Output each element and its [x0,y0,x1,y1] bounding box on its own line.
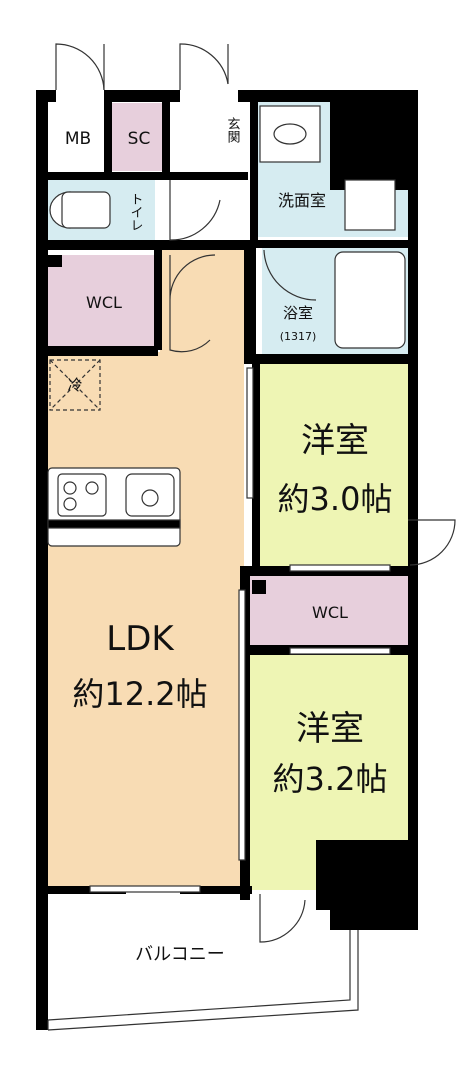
wcl-top-floor [45,255,158,347]
ldk-floor [44,352,244,892]
bedroom-1-floor [258,362,408,568]
label-ldk-name: LDK [106,619,175,659]
balcony-outline [47,930,359,1031]
fixtures [47,105,406,547]
label-sc: SC [128,129,151,149]
label-bedroom1-name: 洋室 [301,421,369,461]
label-bath-size: (1317) [280,330,317,343]
label-wcl-top: WCL [86,293,122,312]
wcl-mid-floor [250,575,408,647]
label-fridge: 冷 [67,376,82,394]
sc-floor [112,103,167,171]
label-bedroom2-name: 洋室 [296,709,364,749]
label-genkan: 玄関 [225,117,241,144]
label-senmen: 洗面室 [278,191,326,210]
label-bedroom1-size: 約3.0帖 [278,480,393,518]
ldk-corridor-floor [160,248,246,358]
label-bedroom2-size: 約3.2帖 [273,760,388,798]
doors [55,43,456,943]
label-mb: MB [65,129,91,149]
label-balcony: バルコニー [135,944,225,965]
label-wcl-mid: WCL [312,603,348,622]
label-ldk-size: 約12.2帖 [72,675,207,713]
label-toilet: トイレ [128,193,143,232]
label-bath: 浴室 [283,304,313,322]
